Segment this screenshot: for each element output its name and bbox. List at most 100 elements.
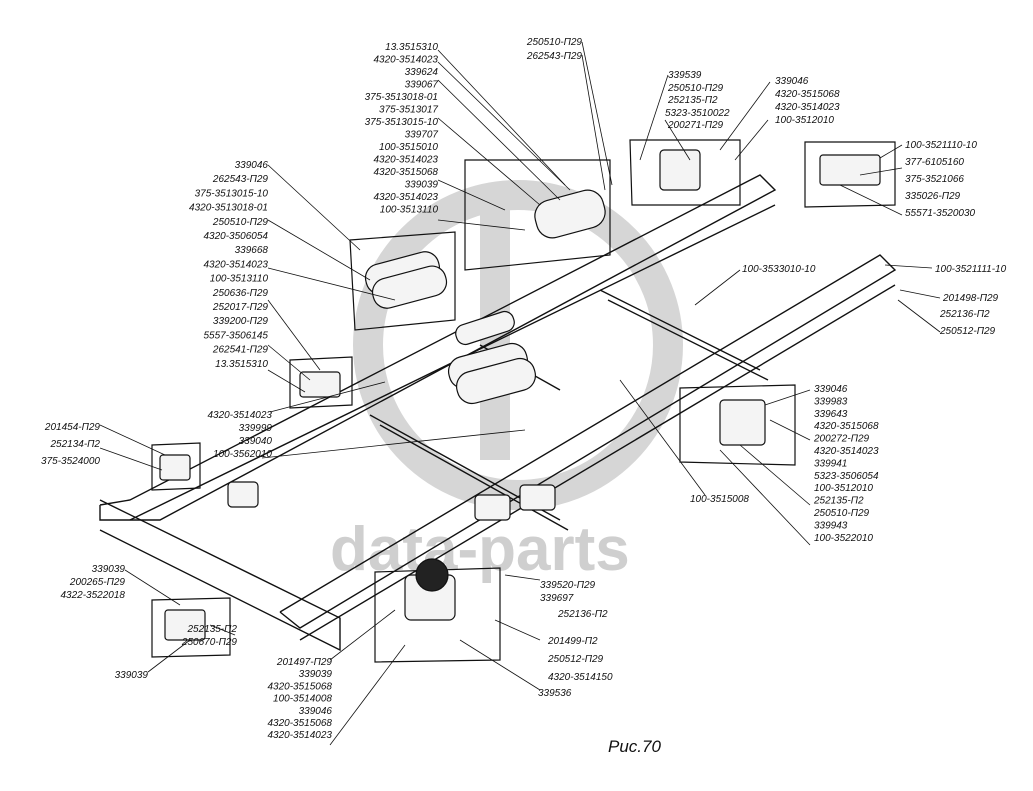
leader — [504, 574, 541, 581]
air-tank-left-2 — [371, 265, 448, 309]
part-number-label: 4320-3514023 — [203, 259, 268, 270]
part-number-label: 4320-3514023 — [207, 410, 272, 421]
part-number-label: 339039 — [405, 180, 439, 191]
leader — [147, 639, 191, 673]
leader-lines — [99, 41, 941, 746]
part-number-label: 4320-3514023 — [373, 192, 438, 203]
leader — [694, 269, 741, 306]
box-left-tank — [349, 231, 456, 331]
part-number-label: 4320-3514023 — [267, 730, 332, 741]
chamber-mid-2 — [519, 484, 556, 511]
part-number-label: 339520-П29 — [540, 580, 596, 591]
part-number-label: 13.3515310 — [215, 359, 268, 370]
part-number-label: 252135-П2 — [186, 624, 237, 635]
part-number-label: 100-3562010 — [213, 449, 272, 460]
callout-group-center-low: 100-3515008 — [690, 494, 749, 505]
leader — [769, 419, 811, 441]
leader — [99, 424, 166, 456]
part-number-label: 201498-П29 — [942, 293, 999, 304]
part-number-label: 262543-П29 — [212, 174, 269, 185]
callout-group-right-mid: 100-3521111-10201498-П29252136-П2250512-… — [935, 264, 1007, 337]
part-number-label: 250510-П29 — [526, 37, 583, 48]
callout-group-top-center: 13.3515310 4320-3514023 339624 339067 375-35… — [365, 42, 439, 216]
part-number-label: 339039 — [115, 670, 149, 681]
part-number-label: 339039 — [299, 669, 333, 680]
leader — [437, 61, 571, 191]
part-number-label: 5323-3510022 — [665, 108, 730, 119]
part-number-label: 4320-3514150 — [548, 672, 613, 683]
leader — [437, 179, 506, 211]
air-tank-top — [534, 189, 606, 239]
part-number-label: 339046 — [775, 76, 809, 87]
part-number-label: 252136-П2 — [557, 609, 608, 620]
front-crossmember — [99, 499, 341, 652]
fitting-left-box — [299, 371, 341, 398]
part-number-label: 4320-3515068 — [373, 167, 438, 178]
part-number-label: 262541-П29 — [212, 345, 269, 356]
callout-group-bottom-center-left: 201497-П293390394320-3515068100-35140083… — [267, 657, 332, 741]
callout-group-left-tank: 339046262543-П29375-3513015-104320-35130… — [189, 160, 268, 370]
part-number-label: 262543-П29 — [526, 51, 583, 62]
part-number-label: 252136-П2 — [939, 309, 990, 320]
part-number-label: 335026-П29 — [905, 191, 961, 202]
part-number-label: 375-3513017 — [379, 105, 438, 116]
leader — [581, 54, 606, 191]
leader — [664, 119, 691, 161]
box-valve-top — [629, 139, 741, 206]
callout-group-top-center-right: 250510-П29 262543-П29 — [526, 37, 583, 62]
part-number-label: 377-6105160 — [905, 157, 964, 168]
part-number-label: 339999 — [239, 423, 273, 434]
part-number-label: 100-3512010 — [814, 483, 873, 494]
part-number-label: 250512-П29 — [547, 654, 604, 665]
part-number-label: 13.3515310 — [385, 42, 438, 53]
part-number-label: 200271-П29 — [667, 120, 724, 131]
figure-caption: Рис.70 — [608, 737, 661, 756]
part-number-label: 100-3521110-10 — [905, 140, 977, 151]
part-number-label: 339536 — [538, 688, 572, 699]
part-number-label: 4320-3515068 — [267, 681, 332, 692]
callout-group-bottom-center-right: 339520-П29339697252136-П2201499-П2250512… — [538, 580, 613, 699]
part-number-label: 339941 — [814, 458, 847, 469]
part-number-label: 4320-3514023 — [814, 446, 879, 457]
leader — [839, 184, 903, 216]
part-number-label: 4320-3515068 — [267, 718, 332, 729]
part-number-label: 252135-П2 — [667, 95, 718, 106]
part-number-label: 4320-3506054 — [203, 231, 268, 242]
compressor-head — [415, 558, 449, 592]
chamber-mid-1 — [474, 494, 511, 521]
callout-group-valve-group: 339539250510-П29252135-П25323-3510022200… — [665, 70, 840, 131]
leader — [99, 447, 163, 471]
part-number-label: 4320-3514023 — [373, 155, 438, 166]
leader — [739, 444, 811, 506]
box-bottom-left — [151, 597, 231, 658]
leader — [581, 41, 613, 186]
leader — [884, 264, 933, 269]
part-number-label: 339046 — [299, 706, 333, 717]
leader — [859, 167, 903, 176]
box-right-top — [804, 141, 896, 208]
part-number-label: 100-3515008 — [690, 494, 749, 505]
leader — [619, 379, 706, 496]
callout-group-right-top: 100-3521110-10377-6105160375-35210663350… — [905, 140, 977, 219]
part-number-label: 4320-3514023 — [775, 102, 840, 113]
valve-left-small — [159, 454, 191, 481]
right-rail-lower — [299, 284, 896, 641]
detail-boxes — [151, 139, 896, 663]
leader — [124, 569, 181, 606]
part-number-label: 200265-П29 — [69, 577, 126, 588]
leader — [897, 299, 941, 333]
part-number-label: 339067 — [405, 80, 439, 91]
part-number-label: 200272-П29 — [813, 434, 870, 445]
leader — [437, 219, 526, 231]
callout-group-center-mid: 100-3533010-10 — [742, 264, 816, 275]
leader — [267, 299, 321, 371]
part-number-label: 100-3521111-10 — [935, 264, 1007, 275]
part-number-label: 5323-3506054 — [814, 471, 879, 482]
part-number-label: 339539 — [668, 70, 702, 81]
right-rail — [279, 254, 897, 629]
part-number-label: 339624 — [405, 67, 439, 78]
valve-bottom-left — [164, 609, 206, 641]
part-number-label: 4320-3513018-01 — [189, 203, 268, 214]
box-left-valve — [151, 442, 201, 491]
